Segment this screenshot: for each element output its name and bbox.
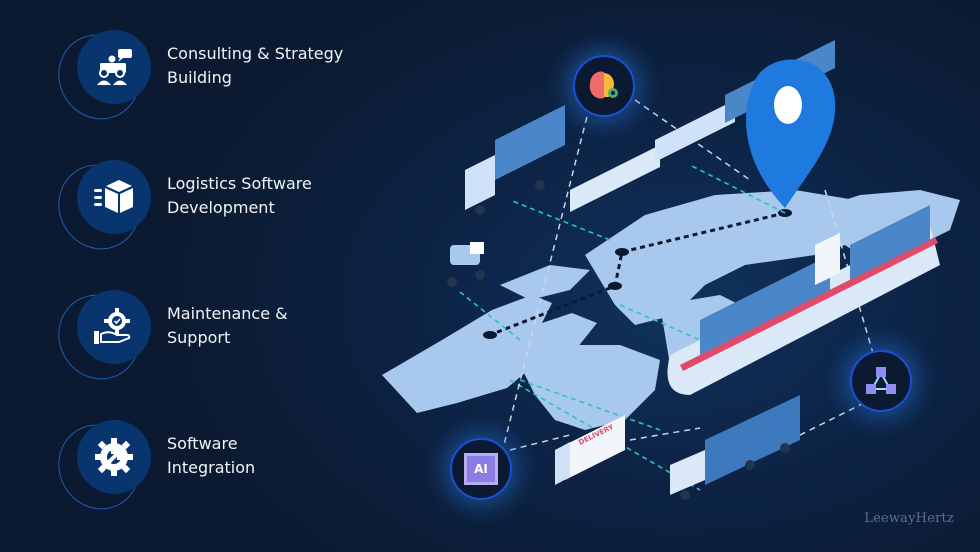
service-label: Logistics Software Development	[167, 174, 312, 217]
truck-illustration	[465, 105, 565, 215]
service-label: Maintenance & Support	[167, 304, 288, 347]
network-cubes-icon	[866, 367, 896, 394]
gear-arrow-icon	[77, 420, 151, 494]
service-label: Consulting & Strategy Building	[167, 44, 344, 87]
ai-chip-badge: AI	[450, 438, 512, 500]
blockchain-badge	[850, 350, 912, 412]
service-logistics-software: Logistics Software Development	[43, 150, 375, 264]
logistics-illustration: DELIVERY AI	[370, 20, 980, 530]
service-consulting-strategy: Consulting & Strategy Building	[43, 20, 375, 134]
scooter-illustration	[447, 242, 485, 287]
hand-gear-icon	[77, 290, 151, 364]
ai-chip-icon: AI	[464, 453, 498, 485]
brain-bulb-badge	[573, 55, 635, 117]
service-label: Software Integration	[167, 434, 256, 477]
semi-truck-illustration	[670, 395, 800, 500]
brain-lightbulb-icon	[589, 71, 618, 99]
watermark-logo: LeewayHertz	[864, 511, 954, 526]
package-box-icon	[77, 160, 151, 234]
cargo-ship-illustration	[667, 205, 940, 395]
service-software-integration: Software Integration	[43, 410, 375, 524]
consulting-meeting-icon	[77, 30, 151, 104]
service-maintenance-support: Maintenance & Support	[43, 280, 375, 394]
map-pin-icon	[746, 59, 836, 209]
